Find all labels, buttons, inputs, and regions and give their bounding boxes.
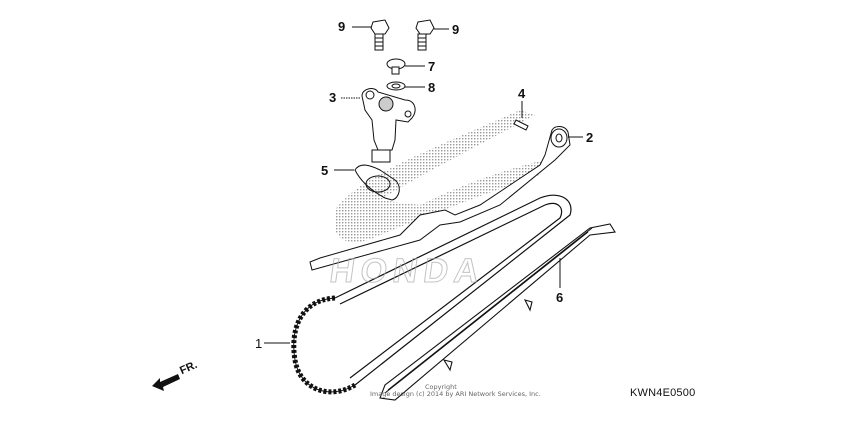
callout-5[interactable]: 5 xyxy=(321,163,329,178)
front-direction-arrow-icon xyxy=(152,374,180,391)
honda-watermark-text: HONDA xyxy=(327,252,488,291)
gasket-5[interactable] xyxy=(354,164,400,201)
cam-chain-1[interactable] xyxy=(291,194,572,395)
diagram-code: KWN4E0500 xyxy=(630,387,696,399)
callout-8[interactable]: 8 xyxy=(428,80,436,95)
tensioner-arm-2[interactable] xyxy=(309,126,571,271)
callout-1[interactable]: 1 xyxy=(255,336,263,351)
callout-9-left[interactable]: 9 xyxy=(338,19,346,34)
flange-bolt-right[interactable] xyxy=(415,19,435,51)
copyright-line-1: Copyright xyxy=(425,383,457,391)
callout-3[interactable]: 3 xyxy=(329,90,337,105)
callout-6[interactable]: 6 xyxy=(556,290,564,305)
pin-4[interactable] xyxy=(513,119,529,131)
callout-7[interactable]: 7 xyxy=(428,59,436,74)
chain-guide-6[interactable] xyxy=(379,223,616,401)
washer-8[interactable] xyxy=(386,81,406,91)
bolt-7[interactable] xyxy=(386,58,406,75)
honda-wing-watermark xyxy=(335,110,545,242)
callout-4[interactable]: 4 xyxy=(518,86,526,101)
flange-bolt-left[interactable] xyxy=(370,19,390,51)
callout-9-right[interactable]: 9 xyxy=(452,22,460,37)
tensioner-lifter-3[interactable] xyxy=(361,88,416,163)
callout-2[interactable]: 2 xyxy=(586,130,594,145)
copyright-notice: Copyright Image design (c) 2014 by ARI N… xyxy=(370,384,541,398)
copyright-line-2: Image design (c) 2014 by ARI Network Ser… xyxy=(370,390,541,398)
